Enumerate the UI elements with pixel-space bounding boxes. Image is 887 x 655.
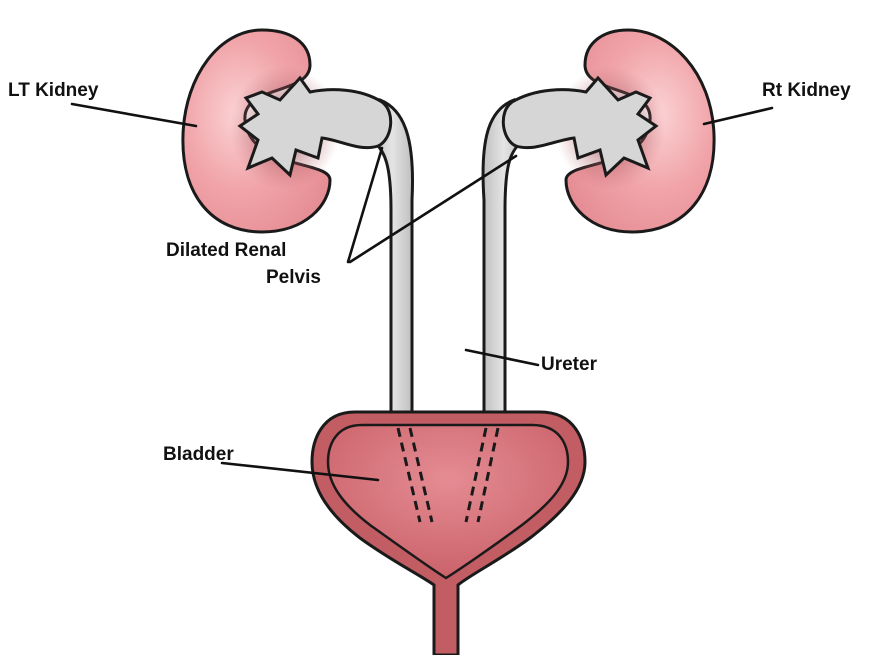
leader-lt-kidney (72, 104, 196, 126)
label-rt-kidney: Rt Kidney (762, 80, 851, 101)
label-dilated-renal: Dilated Renal (166, 240, 286, 261)
label-bladder: Bladder (163, 444, 234, 465)
label-ureter: Ureter (541, 354, 598, 375)
bladder-inner-wall (328, 425, 568, 578)
label-lt-kidney: LT Kidney (8, 80, 99, 101)
leader-rt-kidney (704, 108, 772, 124)
bladder (312, 412, 585, 655)
label-pelvis: Pelvis (266, 267, 321, 288)
